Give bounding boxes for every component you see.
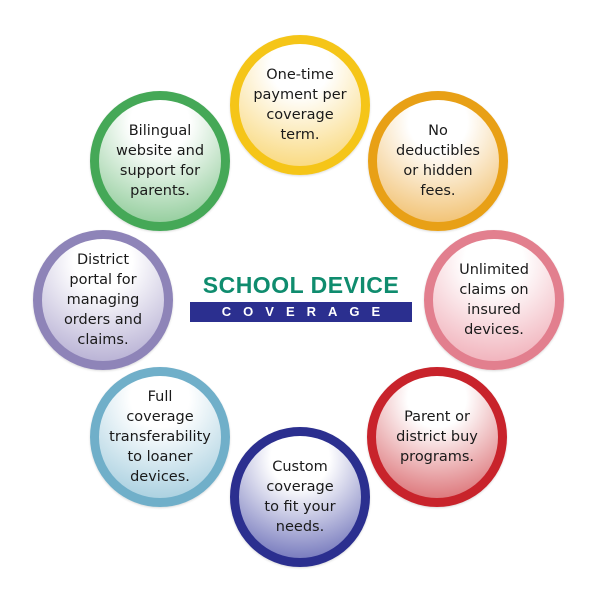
feature-text: Full coverage transferability to loaner … — [109, 389, 211, 485]
feature-circle-no-deductibles: No deductibles or hidden fees. — [368, 91, 508, 231]
feature-text: Parent or district buy programs. — [396, 409, 478, 465]
feature-circle-bilingual-support: Bilingual website and support for parent… — [90, 91, 230, 231]
logo-title: SCHOOL DEVICE — [202, 272, 400, 298]
feature-circle-one-time-payment: One-time payment per coverage term. — [230, 35, 370, 175]
feature-text: No deductibles or hidden fees. — [396, 123, 480, 199]
feature-circle-transferability: Full coverage transferability to loaner … — [90, 367, 230, 507]
feature-text: District portal for managing orders and … — [63, 252, 143, 348]
feature-text: One-time payment per coverage term. — [253, 67, 347, 143]
feature-circle-unlimited-claims: Unlimited claims on insured devices. — [424, 230, 564, 370]
feature-text: Unlimited claims on insured devices. — [459, 262, 529, 338]
feature-circle-custom-coverage: Custom coverage to fit your needs. — [230, 427, 370, 567]
feature-circle-buy-programs: Parent or district buy programs. — [367, 367, 507, 507]
feature-text: Bilingual website and support for parent… — [115, 123, 205, 199]
feature-text: Custom coverage to fit your needs. — [264, 459, 336, 535]
feature-circle-district-portal: District portal for managing orders and … — [33, 230, 173, 370]
logo-subtitle: COVERAGE — [190, 302, 412, 322]
school-device-coverage-logo: SCHOOL DEVICE COVERAGE — [190, 272, 412, 322]
